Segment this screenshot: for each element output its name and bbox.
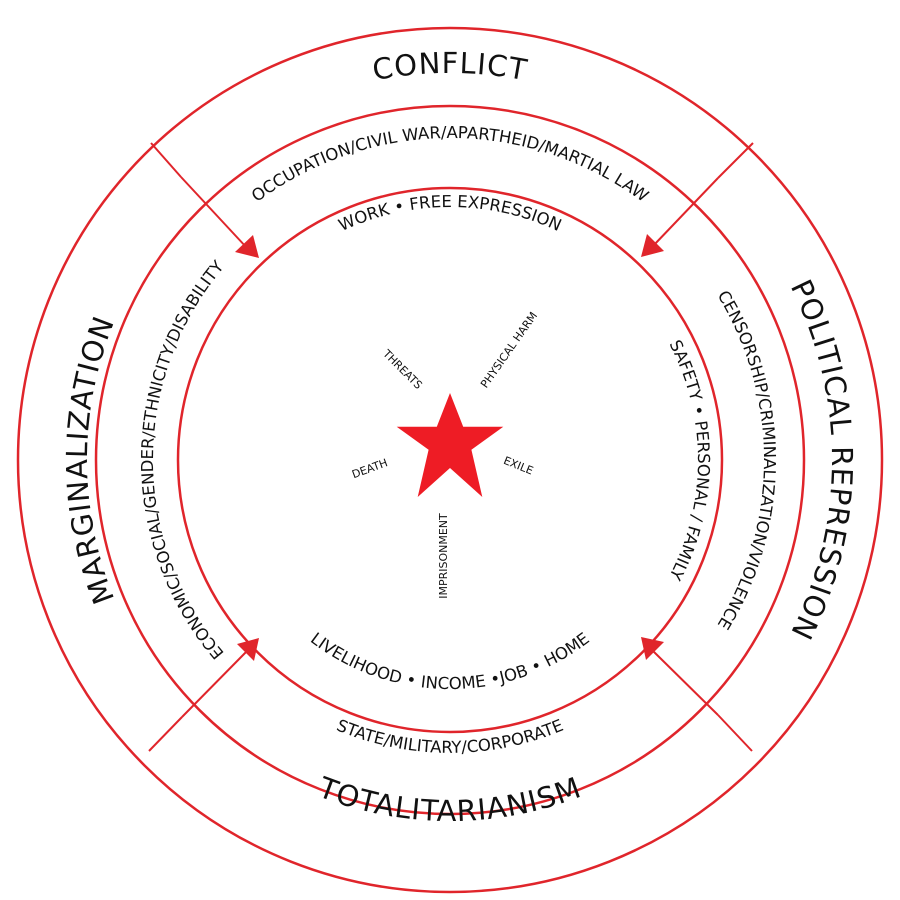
center-label-imprisonment: IMPRISONMENT <box>437 513 450 599</box>
center-label-threats: THREATS <box>380 347 425 392</box>
divider-bottom-right <box>717 714 753 752</box>
arrow-bottom-left <box>181 638 259 718</box>
star-icon <box>396 393 504 497</box>
inner-label-safety: SAFETY • PERSONAL / FAMILY <box>665 337 713 584</box>
outer-label-totalitarianism: TOTALITARIANISM <box>313 770 585 828</box>
inner-label-livelihood: LIVELIHOOD • INCOME •JOB • HOME <box>307 629 593 693</box>
inner-ring <box>176 186 724 734</box>
center-label-death: DEATH <box>350 456 389 481</box>
divider-top-right <box>717 142 754 179</box>
center-label-physical-harm: PHYSICAL HARM <box>478 310 540 391</box>
middle-label-censorship: CENSORSHIP/CRIMINALIZATION/VIOLENCE <box>714 287 779 633</box>
outer-label-political-repression: POLITICAL REPRESSION <box>784 274 859 645</box>
divider-bottom-left <box>148 716 183 752</box>
middle-label-state: STATE/MILITARY/CORPORATE <box>334 716 566 757</box>
divider-top-left <box>150 142 182 178</box>
arrow-top-right <box>641 177 719 257</box>
center-label-exile: EXILE <box>502 454 535 478</box>
arrow-bottom-right <box>641 637 719 716</box>
outer-label-conflict: CONFLICT <box>370 46 530 87</box>
middle-ring <box>94 104 806 816</box>
inner-label-work: WORK • FREE EXPRESSION <box>336 192 565 235</box>
outer-ring <box>16 26 884 894</box>
arrow-top-left <box>180 176 259 258</box>
middle-label-economic: ECONOMIC/SOCIAL/GENDER/ETHNICITY/DISABIL… <box>138 256 228 662</box>
